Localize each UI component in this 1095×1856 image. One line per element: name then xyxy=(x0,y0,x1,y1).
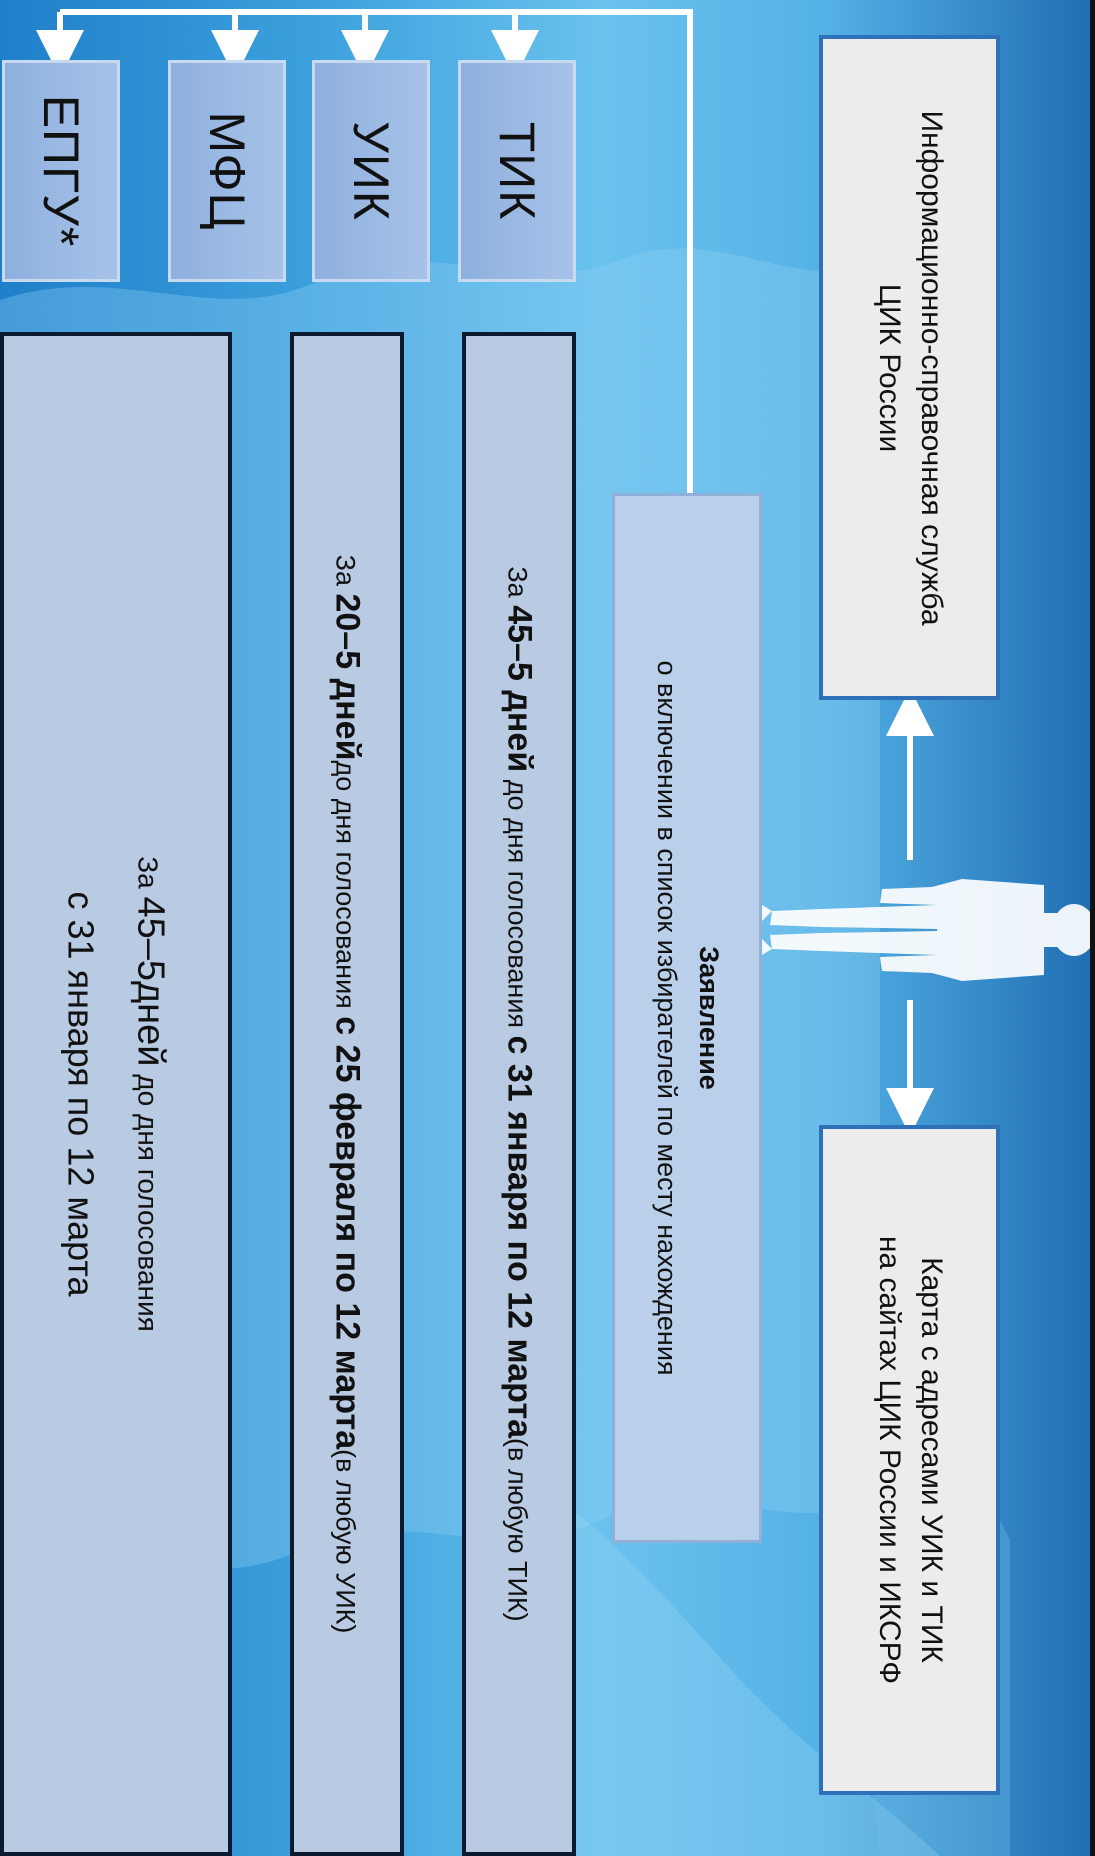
tik-deadline-bar: За 45–5 дней до дня голосования с 31 янв… xyxy=(462,332,576,1856)
map-addresses-box: Карта с адресами УИК и ТИК на сайтах ЦИК… xyxy=(819,1125,1000,1795)
tik-deadline-period: с 31 января по 12 марта xyxy=(500,1035,539,1439)
tik-deadline-days: 45–5 дней xyxy=(500,605,539,773)
uik-deadline-days: 20–5 дней xyxy=(328,593,367,761)
info-service-box: Информационно-справочная служба ЦИК Росс… xyxy=(819,35,1000,700)
uik-deadline-suffix: (в любую УИК) xyxy=(330,1449,361,1634)
application-text: Заявление о включении в список избирател… xyxy=(645,660,729,1375)
uik-deadline-period: с 25 февраля по 12 марта xyxy=(328,1016,367,1450)
mfc-deadline-line1: За 45–5дней до дня голосования xyxy=(114,856,186,1332)
tab-mfc-label: МФЦ xyxy=(199,111,255,231)
application-title: Заявление xyxy=(693,946,724,1090)
info-service-text: Информационно-справочная служба ЦИК Росс… xyxy=(868,110,952,625)
tik-deadline-middle: до дня голосования xyxy=(502,772,533,1036)
tab-epgu: ЕПГУ* xyxy=(2,60,120,282)
uik-deadline-text: За 20–5 днейдо дня голосования с 25 февр… xyxy=(328,555,367,1634)
person-silhouette-icon xyxy=(762,879,1095,981)
map-addresses-line2: на сайтах ЦИК России и ИКСРФ xyxy=(872,1235,906,1685)
info-service-line2: ЦИК России xyxy=(872,283,906,452)
mfc-deadline-period: с 31 января по 12 марта xyxy=(60,891,102,1297)
uik-deadline-bar: За 20–5 днейдо дня голосования с 25 февр… xyxy=(290,332,404,1856)
tab-uik-label: УИК xyxy=(343,121,399,221)
mfc-deadline-days: 45–5дней xyxy=(129,896,172,1067)
mfc-deadline-prefix: За xyxy=(132,856,164,889)
uik-deadline-middle: до дня голосования xyxy=(330,760,361,1017)
uik-deadline-prefix: За xyxy=(330,554,361,586)
tab-uik: УИК xyxy=(312,60,430,282)
map-addresses-text: Карта с адресами УИК и ТИК на сайтах ЦИК… xyxy=(868,1236,952,1684)
mfc-epgu-deadline-text: За 45–5дней до дня голосования с 31 янва… xyxy=(46,856,187,1332)
application-subtitle: о включении в список избирателей по мест… xyxy=(652,660,682,1376)
map-addresses-line1: Карта с адресами УИК и ТИК xyxy=(914,1257,948,1663)
tik-deadline-text: За 45–5 дней до дня голосования с 31 янв… xyxy=(500,566,539,1621)
tab-mfc: МФЦ xyxy=(168,60,286,282)
mfc-deadline-middle: до дня голосования xyxy=(132,1066,164,1332)
tab-epgu-label: ЕПГУ* xyxy=(33,94,89,248)
tik-deadline-prefix: За xyxy=(502,566,533,598)
tab-tik: ТИК xyxy=(458,60,576,282)
connector-app-to-bracket xyxy=(60,9,693,493)
tab-tik-label: ТИК xyxy=(489,121,545,221)
tik-deadline-suffix: (в любую ТИК) xyxy=(502,1438,533,1622)
background-landmass xyxy=(560,1500,940,1856)
right-edge-divider xyxy=(1090,0,1095,1856)
info-service-line1: Информационно-справочная служба xyxy=(914,109,948,626)
mfc-epgu-deadline-bar: За 45–5дней до дня голосования с 31 янва… xyxy=(0,332,232,1856)
application-box: Заявление о включении в список избирател… xyxy=(612,493,762,1543)
